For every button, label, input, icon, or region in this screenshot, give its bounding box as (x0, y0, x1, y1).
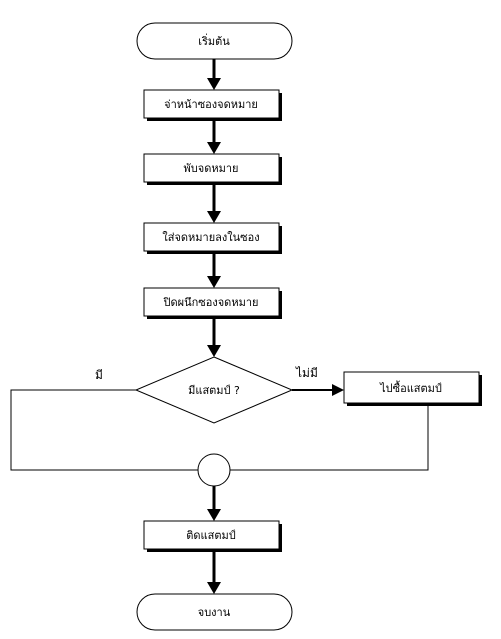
process-seal-envelope-shape (143, 287, 280, 317)
process-fold-letter-shape (143, 153, 280, 183)
process-affix-stamp-label: ติดแสตมป์ (186, 529, 235, 542)
process-seal-envelope-label: ปิดผนึกซองจดหมาย (162, 296, 258, 309)
connector-circle (197, 453, 231, 487)
arrow-decision-to-buy-stamp (292, 384, 344, 396)
edge-buy-stamp-return (230, 406, 429, 471)
process-insert-letter-shape (143, 222, 280, 252)
start-terminal-label: เริ่มต้น (198, 33, 230, 48)
process-address-envelope-shape (143, 89, 280, 119)
decision-has-stamp-label: มีแสตมป์ ? (188, 384, 240, 397)
process-affix-stamp-shape (143, 520, 280, 550)
process-address-envelope-label: จ่าหน้าซองจดหมาย (164, 98, 258, 111)
end-terminal-label: จบงาน (198, 606, 231, 619)
arrow-affix-stamp-to-end (207, 552, 221, 594)
decision-has-stamp-shape (134, 356, 294, 424)
arrow-step1-to-step2 (207, 121, 221, 154)
start-terminal: เริ่มต้น (136, 22, 293, 60)
process-affix-stamp: ติดแสตมป์ (143, 520, 282, 552)
process-buy-stamp: ไปซื้อแสตมป์ (343, 371, 482, 406)
end-terminal: จบงาน (136, 593, 293, 631)
process-address-envelope: จ่าหน้าซองจดหมาย (143, 89, 282, 121)
end-terminal-shape (136, 593, 293, 631)
edge-label-no: ไม่มี (295, 366, 318, 380)
process-fold-letter-label: พับจดหมาย (184, 162, 239, 175)
process-insert-letter-label: ใส่จดหมายลงในซอง (162, 231, 259, 244)
edge-label-yes: มี (95, 368, 103, 382)
arrow-connector-to-affix-stamp (207, 486, 221, 521)
arrow-step4-to-decision (207, 319, 221, 357)
process-buy-stamp-shape (343, 371, 480, 404)
process-insert-letter: ใส่จดหมายลงในซอง (143, 222, 282, 254)
arrow-step3-to-step4 (207, 254, 221, 288)
process-fold-letter: พับจดหมาย (143, 153, 282, 185)
process-buy-stamp-label: ไปซื้อแสตมป์ (379, 380, 442, 395)
arrow-start-to-step1 (207, 59, 221, 90)
arrow-step2-to-step3 (207, 185, 221, 223)
process-seal-envelope: ปิดผนึกซองจดหมาย (143, 287, 282, 319)
edge-yes-path (10, 389, 198, 471)
decision-has-stamp: มีแสตมป์ ? (134, 356, 294, 424)
